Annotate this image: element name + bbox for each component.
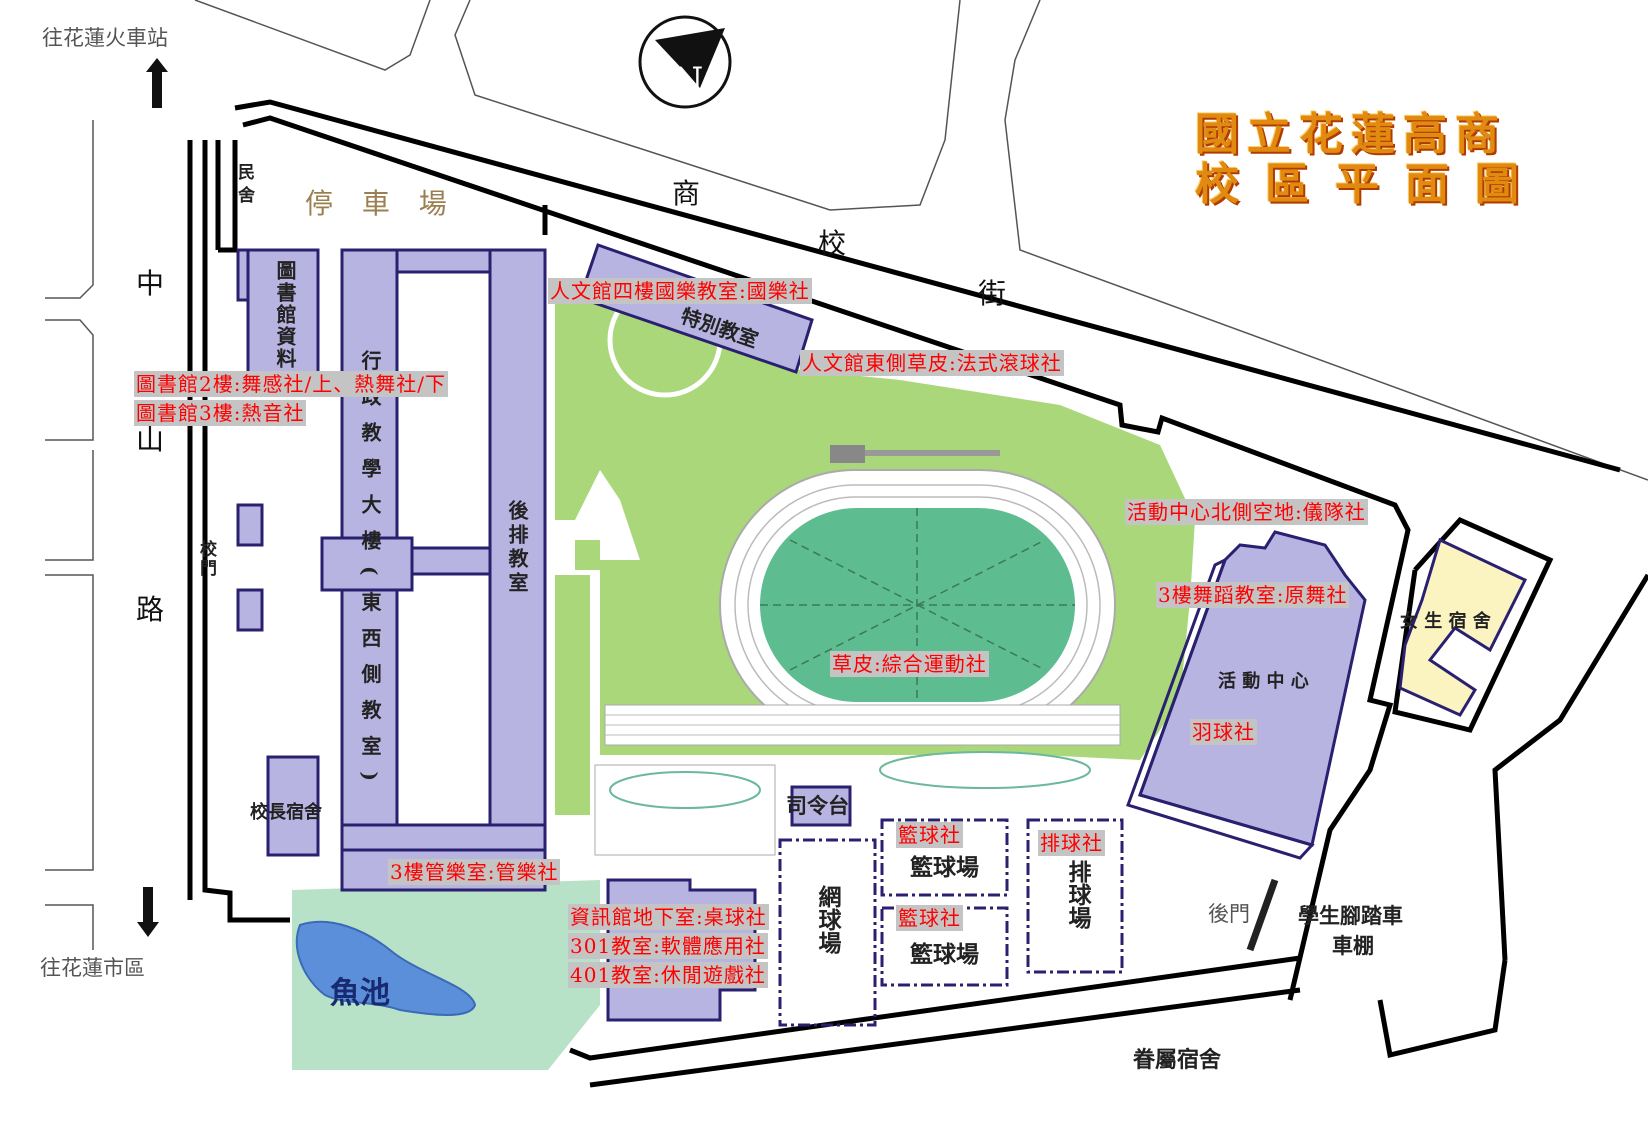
back-gate (1246, 878, 1279, 952)
map-title-line2: 校區平面圖 (1195, 159, 1545, 210)
school-wall (187, 99, 1648, 1088)
library-building (246, 248, 320, 397)
club-label-basketball-2: 籃球社 (896, 905, 963, 931)
road-label: 商 (672, 177, 701, 210)
road-label: 校 (818, 227, 847, 260)
club-label-volleyball: 排球社 (1038, 830, 1105, 856)
club-label-honor-guard: 活動中心北側空地:儀隊社 (1125, 499, 1368, 525)
principal-dorm-label: 校長宿舍 (250, 802, 322, 823)
basketball-court-1-outline (880, 818, 1009, 897)
club-label-table-tennis: 資訊館地下室:桌球社 (568, 904, 769, 930)
road-label: 路 (136, 593, 165, 626)
pond-lawn (292, 880, 600, 1070)
compass-north-label: N (672, 60, 704, 100)
buildings (236, 243, 1528, 1022)
direction-north: 往花蓮火車站 (42, 26, 168, 50)
compass-icon (638, 15, 732, 109)
activity-center-label: 活 動 中 心 (1218, 671, 1309, 692)
tennis-court-outline (778, 838, 877, 1027)
library-label: 圖書館資料 (273, 260, 297, 370)
club-label-library3: 圖書館3樓:熱音社 (134, 400, 307, 426)
club-label-games: 401教室:休閒遊戲社 (568, 962, 768, 988)
principal-dorm-building (266, 755, 320, 857)
bike-shed-label: 學生腳踏車 (1298, 904, 1403, 928)
fish-pond (295, 920, 477, 1016)
courts (778, 818, 1124, 1027)
club-label-sports: 草皮:綜合運動社 (830, 651, 989, 677)
club-label-aboriginal-dance: 3樓舞蹈教室:原舞社 (1156, 582, 1350, 608)
road-label: 中 (136, 267, 165, 300)
school-gate-label: 校門 (196, 540, 216, 578)
podium-label: 司令台 (786, 794, 849, 818)
back-gate-label: 後門 (1208, 902, 1250, 926)
club-label-library2: 圖書館2樓:舞感社/上、熱舞社/下 (134, 371, 448, 397)
girls-dorm-label: 女 生 宿 舍 (1400, 611, 1491, 632)
basketball-court-1-label: 籃球場 (910, 855, 979, 881)
fish-pond-label: 魚池 (330, 976, 390, 1011)
long-jump (830, 445, 865, 463)
map-title-line1: 國立花蓮高商 (1195, 109, 1507, 160)
bike-shed-label-2: 車棚 (1332, 934, 1374, 958)
arrow-south-icon (137, 887, 159, 937)
tennis-court-label: 網球場 (814, 885, 840, 954)
club-label-guoyue: 人文館四樓國樂教室:國樂社 (548, 278, 812, 304)
podium-building (790, 785, 852, 827)
residence-label: 民舍 (234, 163, 254, 209)
basketball-court-2-label: 籃球場 (910, 942, 979, 968)
direction-south: 往花蓮市區 (40, 956, 145, 980)
club-label-petanque: 人文館東側草皮:法式滾球社 (800, 350, 1064, 376)
grass-strip (555, 575, 590, 815)
road-label: 山 (136, 423, 165, 456)
activity-center-building (1138, 530, 1367, 847)
parking-label: 停 車 場 (305, 187, 457, 220)
volleyball-court-label: 排球場 (1064, 860, 1090, 929)
back-classrooms-label: 後排教室 (505, 500, 529, 596)
street-lines (45, 0, 1648, 950)
admin-building-label: 行政教學大樓(東西側教室) (358, 350, 382, 797)
club-label-badminton: 羽球社 (1190, 719, 1257, 745)
family-dorm-label: 眷屬宿舍 (1133, 1048, 1222, 1073)
volleyball-court-outline (1026, 818, 1124, 974)
road-label: 街 (978, 277, 1007, 310)
arrow-north-icon (146, 58, 168, 108)
girls-dorm-building (1398, 537, 1528, 717)
club-label-basketball-1: 籃球社 (896, 822, 963, 848)
club-label-band: 3樓管樂室:管樂社 (388, 859, 561, 885)
back-classrooms-building (488, 248, 547, 832)
club-label-software: 301教室:軟體應用社 (568, 933, 768, 959)
